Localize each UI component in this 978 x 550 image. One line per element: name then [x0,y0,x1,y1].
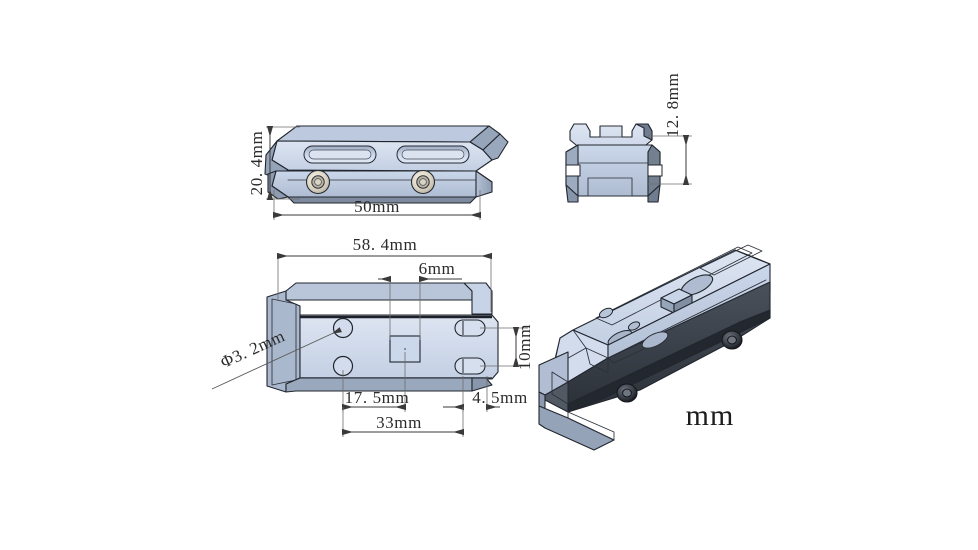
top-front-tab [463,377,493,392]
iso-clamp-left [538,351,569,396]
iso-bottom-bar [538,405,615,451]
side-screw-1 [305,169,331,195]
dimension-label-overall-length: 58. 4mm [353,235,418,254]
front-right-foot [647,184,661,203]
dimension-label-slot-width: 6mm [419,259,456,278]
iso-screw-1 [721,330,743,350]
iso-clamp-left-inner [551,371,569,405]
top-center-point [404,348,406,350]
unit-label: mm [686,399,735,432]
dimension-label-side-length: 50mm [354,197,400,216]
top-plan-view: 58. 4mm 6mm Φ3. 2mm 10mm [211,235,534,437]
dimension-hole-offset: 17. 5mm [342,352,410,412]
isometric-perspective-view [538,244,771,451]
dimension-label-front-height: 12. 8mm [663,73,682,138]
iso-front-seam [611,279,767,357]
side-slot-2-inner [401,149,465,160]
dimension-front-height: 12. 8mm [648,73,692,185]
dimension-side-height: 20. 4mm [247,126,300,200]
top-hole-1 [332,317,354,339]
dimension-side-length: 50mm [273,190,481,220]
dimension-edge-offset: 4. 5mm [443,376,528,412]
dimension-label-hole-span: 33mm [376,413,422,432]
dimension-overall-length: 58. 4mm [277,235,492,312]
iso-screw-2 [616,383,638,403]
iso-bottom-bar-face [567,411,615,441]
dimension-slot-width: 6mm [378,259,462,340]
dimension-hole-span: 33mm [342,407,464,437]
iso-rear-rail-face [699,244,763,276]
front-center-lug [599,125,623,138]
iso-top-deck-highlight [595,246,753,326]
iso-boss-2 [627,321,641,331]
iso-boss-1 [598,307,614,319]
dimension-label-hole-offset: 17. 5mm [345,388,410,407]
front-right-notch [647,164,663,177]
top-rear-ledge [285,282,473,301]
iso-inner-slot [641,331,669,349]
side-base-bottom [287,196,477,204]
top-rear-tab [463,282,493,315]
side-right-tail [482,133,509,161]
side-elevation-view: 20. 4mm 50mm [247,125,509,220]
front-inner-recess [587,177,633,197]
side-slot-1-inner [308,149,372,160]
iso-inner-cut [585,347,609,374]
side-base-block [271,170,493,198]
leader-line [211,327,342,390]
side-top-deck [276,125,490,143]
dimension-label-edge-offset: 4. 5mm [472,388,528,407]
dimension-label-slot-spacing: 10mm [515,324,534,370]
front-left-notch [565,164,581,177]
side-slot-group [303,145,470,164]
side-screw-2 [410,169,436,195]
dimension-label-side-height: 20. 4mm [247,131,266,196]
front-section-view: 12. 8mm [565,73,692,203]
dimension-slot-spacing: 10mm [480,324,534,370]
side-base-right-face [475,170,493,198]
front-left-foot [565,184,579,203]
